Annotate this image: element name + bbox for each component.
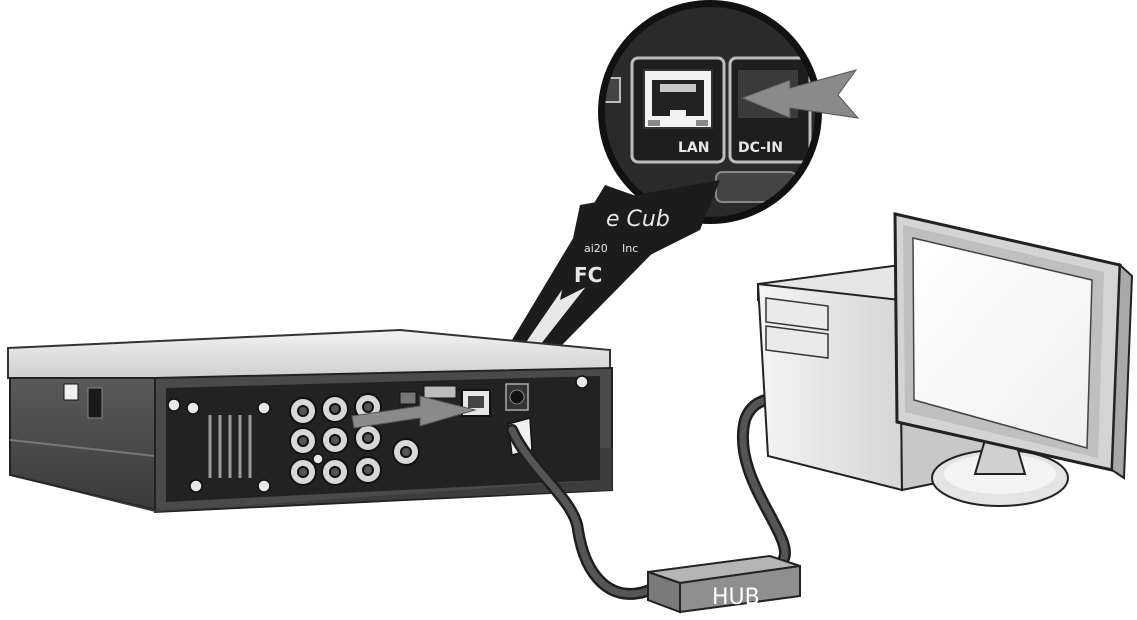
lan-label: LAN (678, 140, 709, 156)
drive-bay-icon (765, 297, 829, 331)
drive-bay-icon (765, 325, 829, 359)
cert-fragment: FC (574, 263, 602, 287)
vent-grille (208, 415, 252, 478)
monitor-screen (912, 237, 1093, 449)
brand-fragment: e Cub (606, 207, 670, 232)
network-hub: HUB (647, 554, 801, 614)
arrow-to-lan-icon (351, 395, 477, 429)
arrow-to-zoom-lan-icon (740, 69, 860, 119)
screw-icons (167, 375, 589, 493)
zoom-beam-fragments: e Cub ai20 Inc FC (560, 180, 720, 300)
model-fragment-2: Inc (622, 242, 638, 255)
side-switch-icon (63, 383, 79, 401)
power-switch-icon (87, 387, 103, 419)
header-connector (423, 385, 457, 399)
model-fragment: ai20 (584, 242, 608, 255)
rca-jacks (289, 393, 420, 486)
desktop-computer (756, 212, 1134, 507)
dc-in-label: DC-IN (738, 140, 783, 156)
hub-label: HUB (712, 585, 760, 610)
media-player (7, 328, 613, 514)
